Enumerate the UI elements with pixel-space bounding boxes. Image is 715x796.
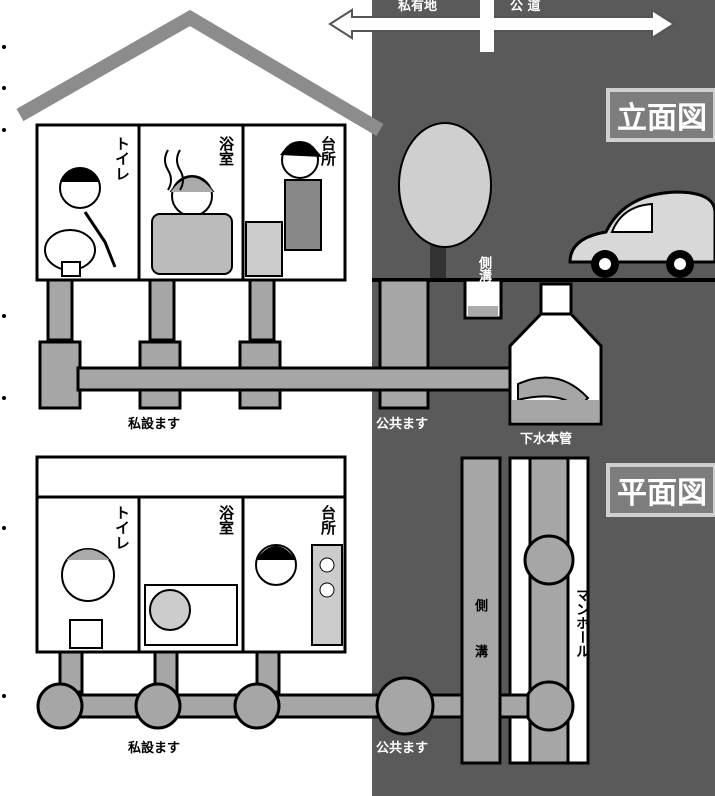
house-roof <box>16 9 384 137</box>
plan-title: 平面図 <box>617 476 707 511</box>
kitchen-person-illustration <box>245 141 322 277</box>
elevation-title: 立面図 <box>617 101 707 136</box>
plan-kitchen-label: 台所 <box>319 505 337 535</box>
manhole-label: マンホール <box>574 588 590 658</box>
elev-public-box-label: 公共ます <box>376 416 428 432</box>
plan-public-box-label: 公共ます <box>376 740 428 756</box>
plan-side-ditch <box>460 456 502 765</box>
car-illustration <box>568 190 715 278</box>
plan-side-ditch-label-2: 溝 <box>475 644 488 660</box>
tree-illustration <box>398 122 492 280</box>
boundary-arrow <box>328 0 676 52</box>
toilet-person-illustration <box>44 167 117 277</box>
elevation-pipes <box>38 278 530 410</box>
elev-private-box-label: 私設ます <box>128 416 180 432</box>
elevation-side-ditch <box>463 278 503 320</box>
plan-private-box-label: 私設ます <box>128 740 180 756</box>
sewer-main-label: 下水本管 <box>520 431 572 447</box>
elev-side-ditch-label: 側溝 <box>476 256 491 282</box>
bath-person-illustration <box>151 149 233 275</box>
plan-side-ditch-label-1: 側 <box>474 598 488 614</box>
plan-bath-label: 浴室 <box>217 505 235 535</box>
plan-house <box>35 455 347 654</box>
public-road-label: 公 道 <box>510 0 541 14</box>
plan-toilet-label: トイレ <box>113 505 131 550</box>
plan-title-box <box>606 463 715 517</box>
private-land-label: 私有地 <box>398 0 437 14</box>
plan-manhole-pipe <box>498 456 590 765</box>
elevation-title-box <box>606 88 715 142</box>
elev-toilet-label: トイレ <box>113 136 131 181</box>
elev-bath-label: 浴室 <box>217 136 235 166</box>
left-edge-dots <box>2 45 6 698</box>
sewer-main-elevation <box>508 282 603 426</box>
elev-kitchen-label: 台所 <box>319 136 337 166</box>
